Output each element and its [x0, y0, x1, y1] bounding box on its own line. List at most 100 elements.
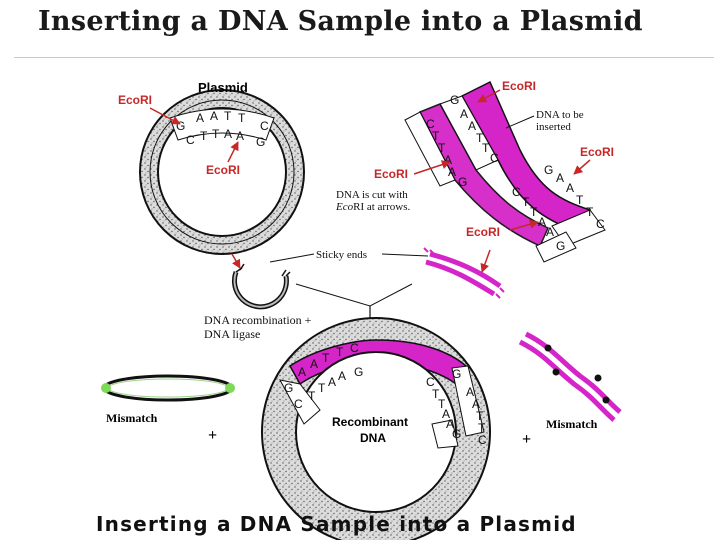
recombinant-label-1: Recombinant — [332, 415, 408, 429]
ecori-arrow-insert-top — [477, 89, 501, 103]
insert-right-inner-base-1: C — [512, 185, 521, 199]
plasmid-bottom-base-6: G — [256, 135, 265, 149]
insert-right-outer-base-1: G — [544, 163, 553, 177]
plasmid-top-base-6: C — [260, 119, 269, 133]
opened-plasmid — [231, 263, 291, 310]
plasmid-bottom-base-4: A — [224, 127, 232, 141]
recomb-right-outer-base-6: C — [478, 433, 487, 447]
recomb-left-inner-base-4: A — [328, 375, 336, 389]
plasmid-ring — [139, 89, 305, 255]
insert-right-inner-base-6: G — [556, 239, 565, 253]
insert-right-inner-base-2: T — [522, 195, 530, 209]
ecori-label-insert-left: EcoRI — [374, 167, 408, 181]
insert-outer-base-3: A — [468, 119, 476, 133]
sticky-ends-label: Sticky ends — [316, 249, 367, 261]
converging-lines — [295, 283, 413, 307]
ecori-label-insert-right: EcoRI — [580, 145, 614, 159]
recomb-right-outer-base-5: T — [478, 421, 486, 435]
recombination-label-1: DNA recombination + — [204, 313, 312, 327]
footer-title: Inserting a DNA Sample into a Plasmid — [96, 512, 577, 536]
ecori-arrow-plasmid-bottom — [227, 141, 239, 163]
insert-right-inner-base-4: A — [538, 215, 546, 229]
ecori-arrow-insert-left — [413, 160, 451, 175]
insert-inner-base-2: T — [432, 129, 440, 143]
recomb-left-outer-base-6: C — [350, 341, 359, 355]
recombination-label-2: DNA ligase — [204, 327, 260, 341]
insert-right-outer-base-6: C — [596, 217, 605, 231]
recomb-right-outer-base-1: G — [452, 367, 461, 381]
recomb-right-inner-base-2: T — [432, 387, 440, 401]
insert-inner-base-6: G — [458, 175, 467, 189]
insert-right-outer-base-3: A — [566, 181, 574, 195]
insert-outer-base-2: A — [460, 107, 468, 121]
plasmid-top-base-4: T — [224, 109, 232, 123]
recomb-left-inner-base-3: T — [318, 381, 326, 395]
dna-to-be-inserted-line-2: inserted — [536, 121, 571, 133]
insert-inner-base-5: A — [448, 165, 456, 179]
plasmid-top-base-3: A — [210, 109, 218, 123]
slide-title: Inserting a DNA Sample into a Plasmid — [38, 6, 643, 37]
ecori-label-plasmid-top: EcoRI — [118, 93, 152, 107]
recombinant-plasmid — [261, 317, 491, 540]
insert-inner-base-4: A — [444, 153, 452, 167]
ecori-label-plasmid-bottom: EcoRI — [206, 163, 240, 177]
sticky-end-arrow-left — [231, 253, 241, 269]
insert-outer-base-4: T — [476, 131, 484, 145]
insert-right-inner-base-3: T — [530, 205, 538, 219]
cut-note-line-1: DNA is cut with — [336, 189, 408, 201]
insert-inner-base-3: T — [438, 141, 446, 155]
recomb-right-inner-base-5: A — [446, 417, 454, 431]
insert-outer-base-6: C — [490, 151, 499, 165]
recomb-right-outer-base-4: T — [476, 409, 484, 423]
sticky-pointer-left — [269, 253, 315, 263]
ecori-arrow-insert-right — [573, 159, 591, 175]
recomb-right-inner-base-4: A — [442, 407, 450, 421]
recomb-left-inner-base-6: G — [354, 365, 363, 379]
plasmid-label: Plasmid — [198, 80, 248, 95]
ecori-label-insert-bottom: EcoRI — [466, 225, 500, 239]
plasmid-bottom-base-1: C — [186, 133, 195, 147]
title-divider — [14, 57, 714, 58]
sticky-pointer-right — [381, 253, 429, 257]
plasmid-top-base-1: G — [176, 119, 185, 133]
recomb-right-inner-base-1: C — [426, 375, 435, 389]
cut-note-line-2: EcoRI at arrows. — [335, 201, 410, 213]
mismatch-left-label: Mismatch — [106, 411, 158, 425]
recomb-left-inner-base-5: A — [338, 369, 346, 383]
recomb-left-outer-base-2: A — [298, 365, 306, 379]
plasmid-top-base-2: A — [196, 111, 204, 125]
recomb-right-inner-base-6: G — [452, 427, 461, 441]
cut-note-eco: Eco — [335, 201, 354, 213]
plasmid-top-base-5: T — [238, 111, 246, 125]
mismatch-right-label: Mismatch — [546, 417, 598, 431]
dna-to-be-inserted-line-1: DNA to be — [536, 109, 584, 121]
plus-left: + — [208, 427, 217, 444]
plus-right: + — [522, 431, 531, 448]
ecori-arrow-insert-bottom — [509, 219, 539, 231]
plasmid-bottom-base-2: T — [200, 129, 208, 143]
recomb-left-outer-base-1: G — [284, 381, 293, 395]
sticky-end-arrow-right — [480, 249, 491, 273]
recomb-left-outer-base-4: T — [322, 351, 330, 365]
cut-note-rest: RI at arrows. — [353, 201, 410, 213]
ecori-arrow-plasmid-top — [149, 107, 181, 125]
cut-insert-fragment — [423, 247, 505, 299]
insert-outer-base-5: T — [482, 141, 490, 155]
plasmid-bottom-base-5: A — [236, 129, 244, 143]
insert-right-outer-base-2: A — [556, 171, 564, 185]
recombinant-label-2: DNA — [360, 431, 386, 445]
recomb-left-outer-base-5: T — [336, 345, 344, 359]
insert-right-outer-base-5: T — [586, 205, 594, 219]
ecori-label-insert-top: EcoRI — [502, 79, 536, 93]
insert-inner-base-1: C — [426, 117, 435, 131]
recomb-left-outer-base-3: A — [310, 357, 318, 371]
insert-right-outer-base-4: T — [576, 193, 584, 207]
recomb-right-outer-base-3: A — [472, 397, 480, 411]
recomb-right-outer-base-2: A — [466, 385, 474, 399]
mismatch-plasmid-left — [101, 374, 235, 402]
insert-outer-base-1: G — [450, 93, 459, 107]
recomb-left-inner-base-2: T — [308, 389, 316, 403]
recomb-right-inner-base-3: T — [438, 397, 446, 411]
recomb-left-inner-base-1: C — [294, 397, 303, 411]
